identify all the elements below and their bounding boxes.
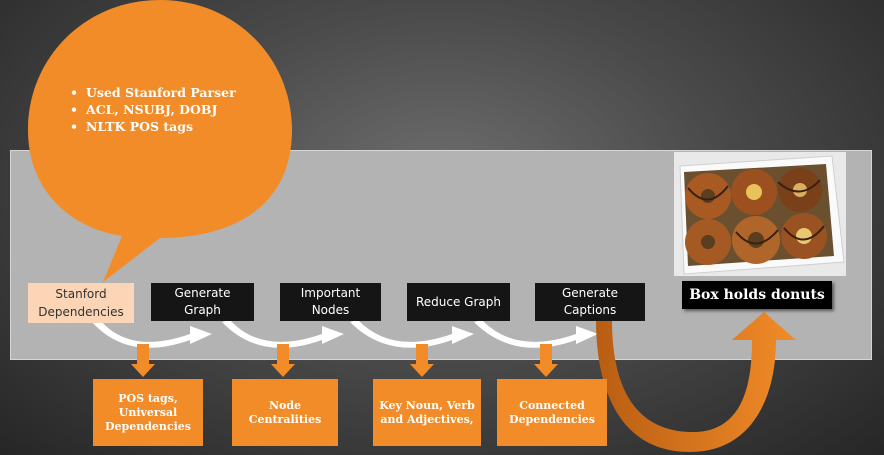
bubble-bullets: Used Stanford Parser ACL, NSUBJ, DOBJ NL…	[70, 84, 236, 135]
step-reduce-graph: Reduce Graph	[407, 283, 510, 321]
bubble-bullet: Used Stanford Parser	[70, 84, 236, 101]
step-important-nodes: Important Nodes	[280, 283, 381, 321]
output-connected-dependencies: Connected Dependencies	[497, 379, 607, 446]
donuts-image	[674, 152, 846, 276]
result-caption: Box holds donuts	[682, 281, 832, 309]
donut-box-photo	[674, 152, 846, 276]
bubble-bullet: NLTK POS tags	[70, 118, 236, 135]
output-pos-tags: POS tags, Universal Dependencies	[93, 379, 203, 446]
down-arrow-2	[271, 344, 295, 377]
down-arrow-1	[131, 344, 155, 377]
step-generate-graph: Generate Graph	[151, 283, 254, 321]
connector-arrow-2	[222, 320, 344, 348]
connector-arrow-1	[92, 320, 212, 348]
bubble-bullet: ACL, NSUBJ, DOBJ	[70, 101, 236, 118]
result-arrow	[596, 312, 796, 452]
output-node-centralities: Node Centralities	[232, 379, 338, 446]
connector-arrow-3	[350, 320, 474, 348]
down-arrow-4	[534, 344, 558, 377]
down-arrow-3	[410, 344, 434, 377]
step-stanford-dependencies: Stanford Dependencies	[28, 283, 134, 323]
step-generate-captions: Generate Captions	[535, 283, 645, 321]
output-key-words: Key Noun, Verb and Adjectives,	[373, 379, 481, 446]
connector-arrow-4	[474, 320, 598, 348]
